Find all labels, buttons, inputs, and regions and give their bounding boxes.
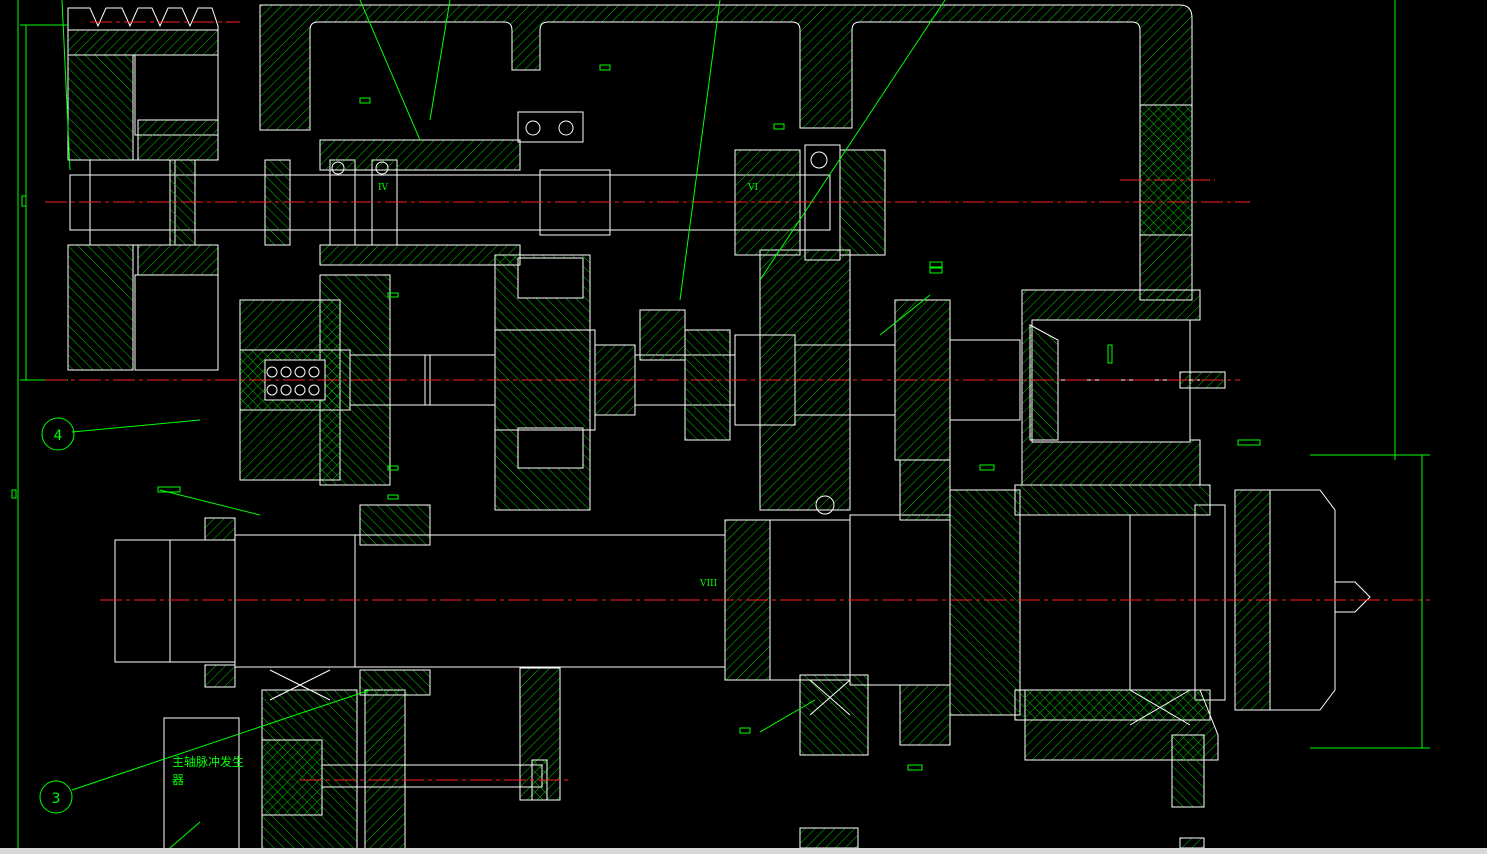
- center-lines: [45, 21, 1430, 781]
- shaft-label-vi: VI: [747, 183, 758, 193]
- drawing-annotations: IV VI VIII 4 3 主轴脉冲发生 器: [39, 183, 758, 814]
- main-spindle: [114, 459, 1371, 746]
- shaft-label-iv: IV: [378, 183, 389, 193]
- part-balloon-3: 3: [39, 780, 73, 814]
- part-balloon-4: 4: [41, 417, 75, 451]
- generator-note-line-2: 器: [172, 773, 184, 787]
- shaft-label-viii: VIII: [699, 579, 718, 589]
- part-balloon-4-number: 4: [54, 428, 63, 444]
- pulley-assembly: [20, 7, 219, 381]
- part-balloon-3-number: 3: [52, 791, 61, 807]
- generator-note-line-1: 主轴脉冲发生: [172, 754, 244, 769]
- upper-shaft: [69, 111, 886, 266]
- annotation-leaders: [17, 0, 1430, 849]
- status-strip: [0, 848, 1487, 854]
- dimension-tags: [11, 64, 1261, 771]
